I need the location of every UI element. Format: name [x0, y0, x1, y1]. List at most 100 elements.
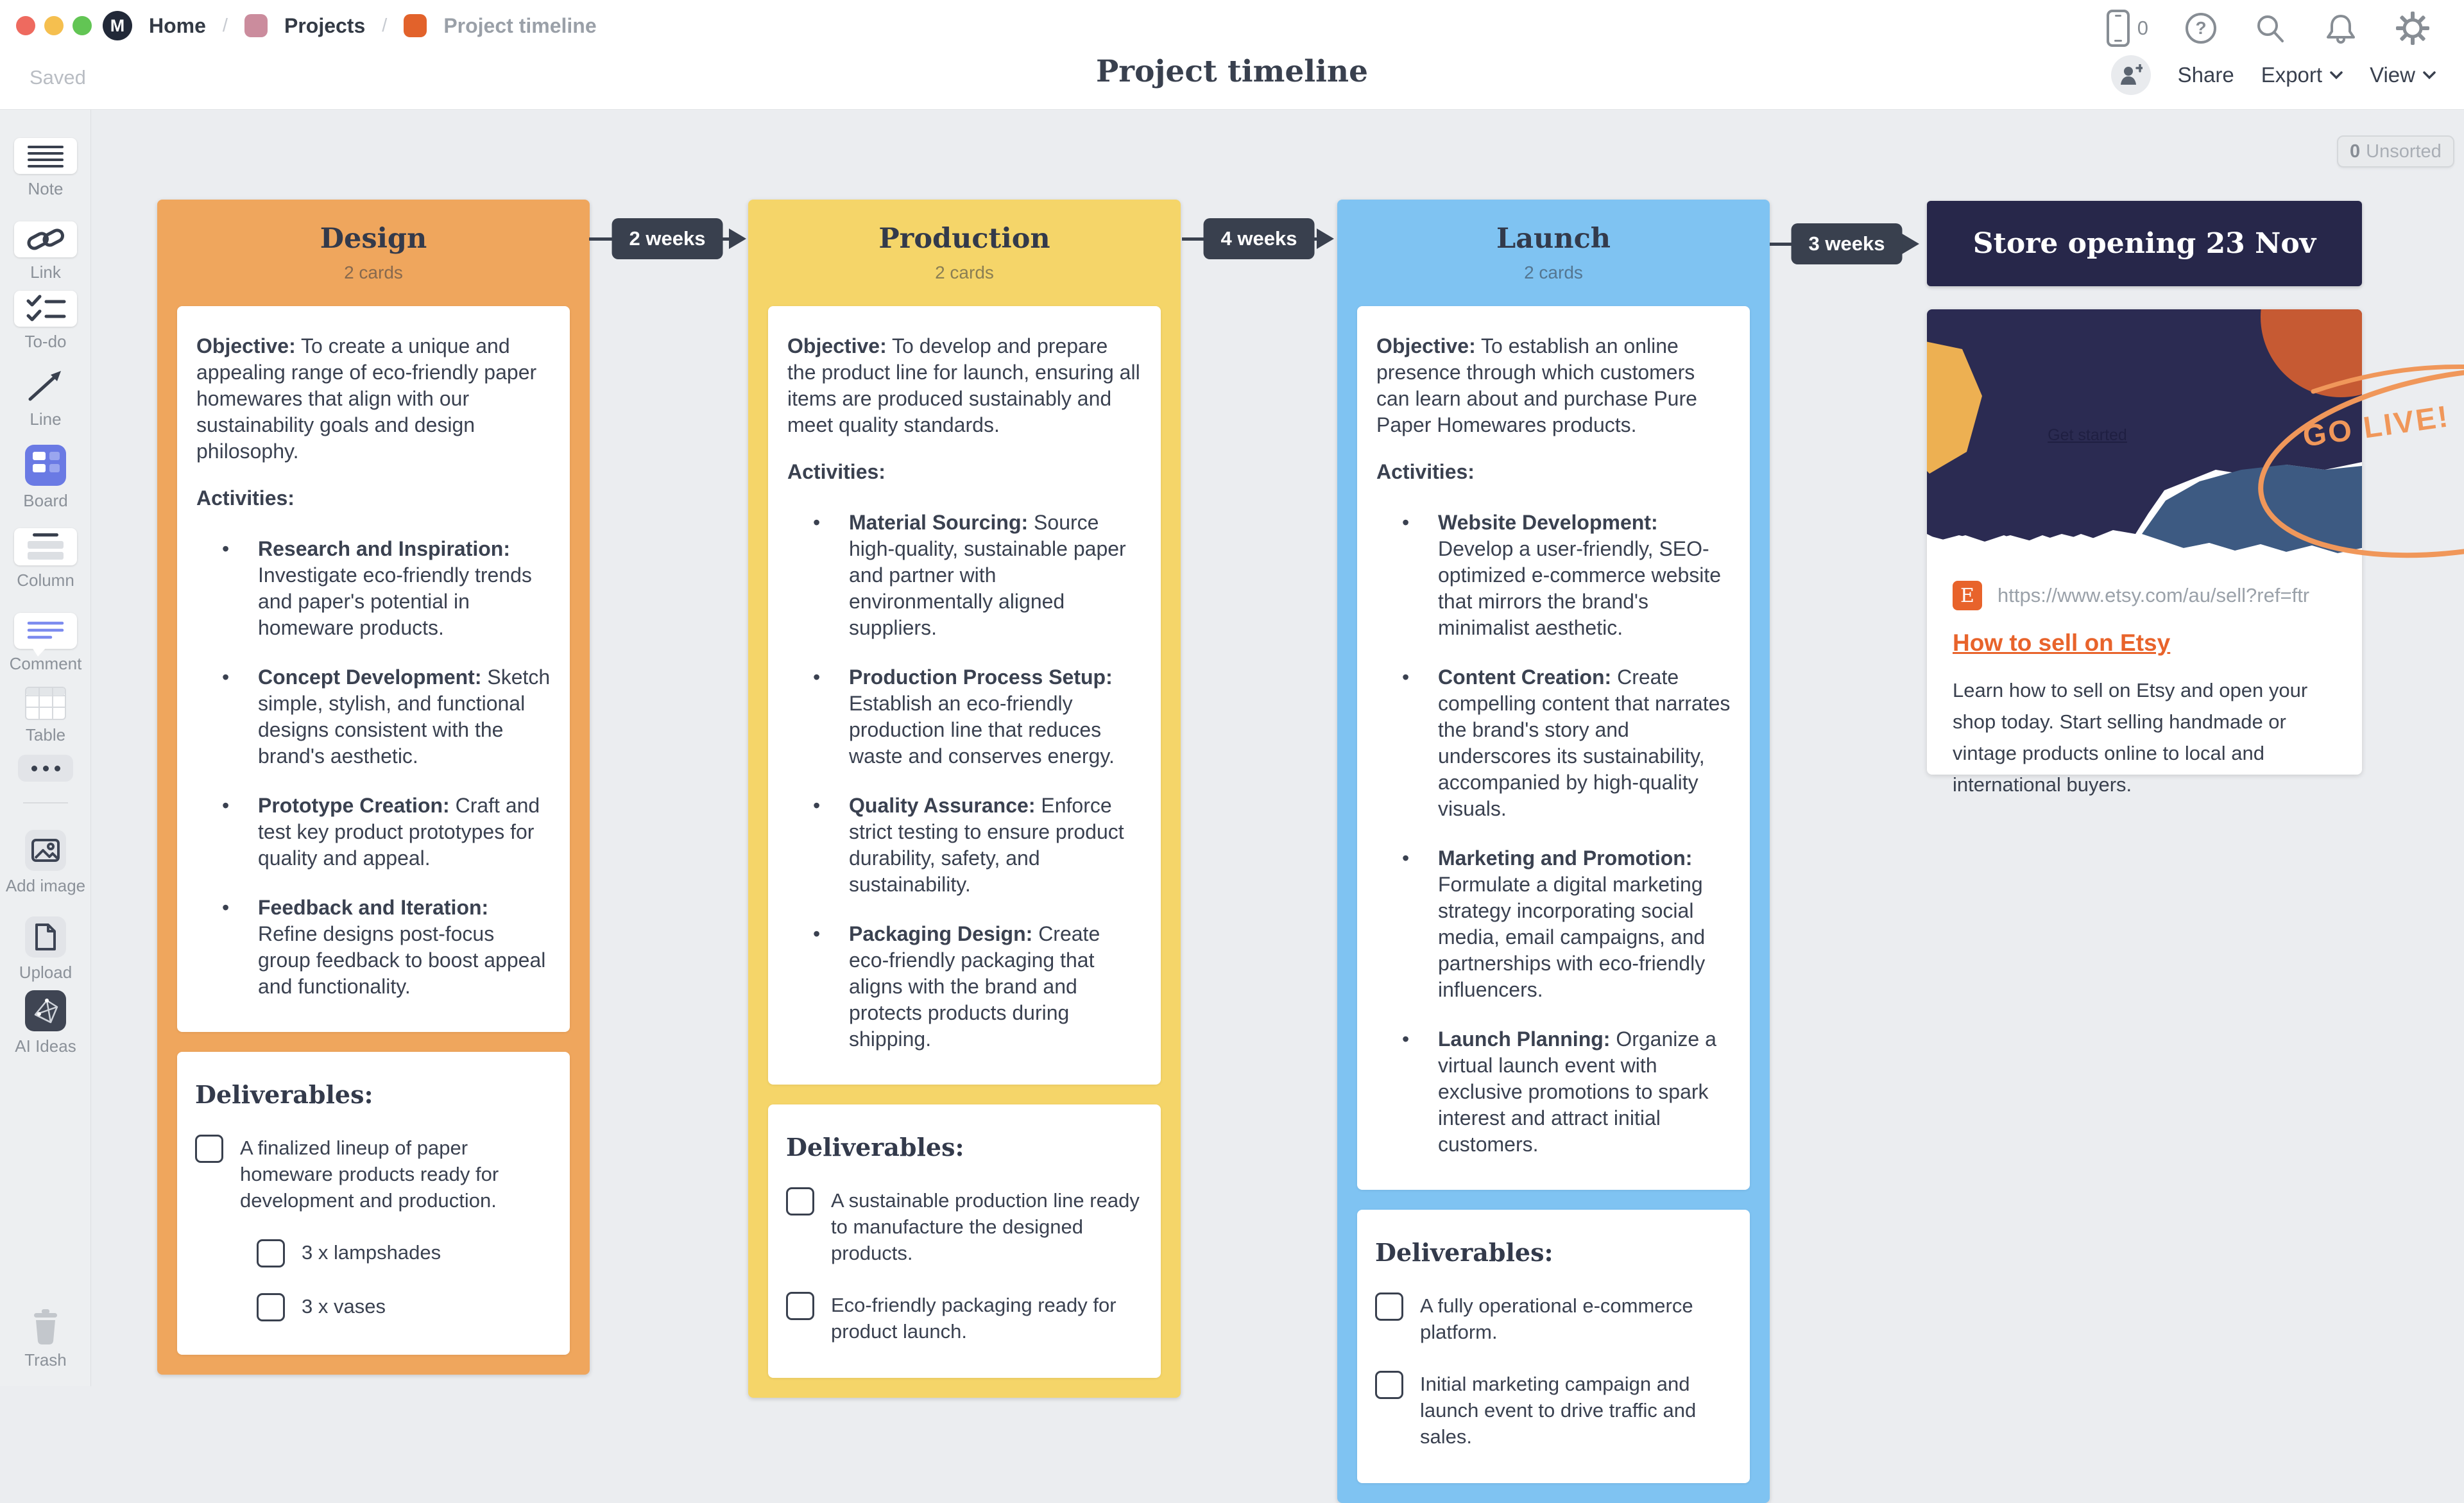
column-card-count: 2 cards: [344, 262, 403, 283]
share-button[interactable]: Share: [2178, 63, 2234, 87]
page-title[interactable]: Project timeline: [0, 54, 2464, 89]
export-menu[interactable]: Export: [2261, 63, 2343, 87]
projects-board-icon[interactable]: [244, 14, 268, 37]
tool-ai-ideas[interactable]: AI Ideas: [0, 990, 91, 1056]
checkbox[interactable]: [1375, 1371, 1403, 1399]
activity-item: Website Development: Develop a user-frie…: [1399, 510, 1731, 641]
column-header[interactable]: Production 2 cards: [768, 200, 1161, 306]
activities-list: Material Sourcing: Source high-quality, …: [787, 510, 1142, 1052]
activity-text: Create compelling content that narrates …: [1438, 666, 1730, 820]
objective-label: Objective:: [1376, 334, 1476, 357]
tool-table[interactable]: Table: [0, 687, 91, 745]
invite-collaborator-button[interactable]: [2111, 55, 2151, 95]
todo-text: 3 x lampshades: [302, 1239, 441, 1267]
notifications-bell-icon[interactable]: [2324, 11, 2357, 46]
breadcrumb-separator: /: [382, 15, 387, 37]
unsorted-label: Unsorted: [2366, 141, 2442, 162]
arrow-label-badge[interactable]: 4 weeks: [1204, 218, 1315, 259]
activity-item: Feedback and Iteration: Refine designs p…: [219, 895, 551, 1000]
todo-card[interactable]: Deliverables: A fully operational e-comm…: [1357, 1210, 1750, 1483]
activity-label: Prototype Creation:: [258, 794, 450, 817]
todo-item: A sustainable production line ready to m…: [786, 1187, 1143, 1266]
element-toolbar: Note Link To-do Line: [0, 110, 91, 1386]
milanote-logo-icon[interactable]: M: [103, 11, 132, 40]
tool-link[interactable]: Link: [0, 221, 91, 282]
activity-text: Develop a user-friendly, SEO-optimized e…: [1438, 537, 1721, 639]
upload-file-icon: [25, 916, 66, 958]
mobile-devices-button[interactable]: 0: [2107, 10, 2148, 47]
note-card[interactable]: Objective: To establish an online presen…: [1357, 306, 1750, 1190]
tool-upload[interactable]: Upload: [0, 916, 91, 983]
activity-item: Content Creation: Create compelling cont…: [1399, 664, 1731, 822]
column-header[interactable]: Launch 2 cards: [1357, 200, 1750, 306]
todo-item: 3 x vases: [257, 1293, 552, 1321]
store-opening-card[interactable]: Store opening 23 Nov: [1927, 201, 2362, 286]
settings-gear-icon[interactable]: [2395, 10, 2431, 46]
objective-label: Objective:: [787, 334, 887, 357]
close-button[interactable]: [16, 16, 35, 35]
add-image-icon: [25, 830, 66, 871]
checkbox[interactable]: [195, 1135, 223, 1163]
activity-label: Material Sourcing:: [849, 511, 1028, 534]
todo-item: Eco-friendly packaging ready for product…: [786, 1292, 1143, 1344]
activity-item: Prototype Creation: Craft and test key p…: [219, 793, 551, 872]
tool-trash[interactable]: Trash: [0, 1308, 91, 1370]
image-overlay-text: Get started: [1927, 426, 2248, 445]
arrowhead-icon: [1902, 234, 1919, 254]
arrow-label-badge[interactable]: 3 weeks: [1792, 223, 1903, 264]
tool-line[interactable]: Line: [0, 366, 91, 429]
checkbox[interactable]: [1375, 1293, 1403, 1321]
go-live-ellipse-drawing[interactable]: [2207, 352, 2464, 573]
column-production[interactable]: Production 2 cards Objective: To develop…: [748, 200, 1181, 1398]
objective-label: Objective:: [196, 334, 296, 357]
activity-label: Launch Planning:: [1438, 1027, 1610, 1051]
breadcrumb-projects[interactable]: Projects: [284, 14, 365, 38]
tool-add-image[interactable]: Add image: [0, 830, 91, 896]
todo-text: 3 x vases: [302, 1293, 386, 1321]
todo-list: A sustainable production line ready to m…: [786, 1187, 1143, 1344]
chevron-down-icon: [2330, 71, 2343, 80]
store-opening-title: Store opening 23 Nov: [1973, 227, 2316, 260]
breadcrumb-home[interactable]: Home: [149, 14, 206, 38]
more-options-icon: [18, 755, 73, 782]
zoom-button[interactable]: [73, 16, 92, 35]
activity-label: Quality Assurance:: [849, 794, 1035, 817]
current-board-icon: [404, 14, 427, 37]
tool-board[interactable]: Board: [0, 445, 91, 511]
tool-more[interactable]: [0, 755, 91, 782]
activity-item: Launch Planning: Organize a virtual laun…: [1399, 1026, 1731, 1158]
deliverables-heading: Deliverables:: [195, 1080, 552, 1109]
note-card[interactable]: Objective: To create a unique and appeal…: [177, 306, 570, 1032]
column-icon: [14, 528, 77, 565]
activity-text: Establish an eco-friendly production lin…: [849, 692, 1115, 768]
search-icon[interactable]: [2254, 12, 2287, 45]
todo-card[interactable]: Deliverables: A sustainable production l…: [768, 1104, 1161, 1378]
link-title[interactable]: How to sell on Etsy: [1953, 630, 2170, 657]
column-header[interactable]: Design 2 cards: [177, 200, 570, 306]
view-menu[interactable]: View: [2370, 63, 2436, 87]
activity-text: Investigate eco-friendly trends and pape…: [258, 563, 532, 639]
column-launch[interactable]: Launch 2 cards Objective: To establish a…: [1337, 200, 1770, 1503]
checkbox[interactable]: [786, 1292, 814, 1320]
checkbox[interactable]: [257, 1293, 285, 1321]
tool-comment[interactable]: Comment: [0, 613, 91, 674]
arrowhead-icon: [1317, 228, 1334, 249]
activity-text: Formulate a digital marketing strategy i…: [1438, 873, 1705, 1001]
column-design[interactable]: Design 2 cards Objective: To create a un…: [157, 200, 590, 1375]
note-card[interactable]: Objective: To develop and prepare the pr…: [768, 306, 1161, 1085]
activities-label: Activities:: [787, 459, 1142, 485]
tool-note[interactable]: Note: [0, 138, 91, 199]
todo-card[interactable]: Deliverables: A finalized lineup of pape…: [177, 1052, 570, 1355]
column-title: Launch: [1496, 223, 1611, 255]
arrow-label-badge[interactable]: 2 weeks: [612, 218, 723, 259]
toolbar-divider: [23, 802, 68, 803]
tool-column[interactable]: Column: [0, 528, 91, 590]
checkbox[interactable]: [257, 1239, 285, 1267]
checkbox[interactable]: [786, 1187, 814, 1215]
breadcrumb-separator: /: [223, 15, 228, 37]
tool-todo[interactable]: To-do: [0, 291, 91, 352]
help-icon[interactable]: ?: [2186, 13, 2216, 44]
note-icon: [14, 138, 77, 174]
minimize-button[interactable]: [44, 16, 64, 35]
